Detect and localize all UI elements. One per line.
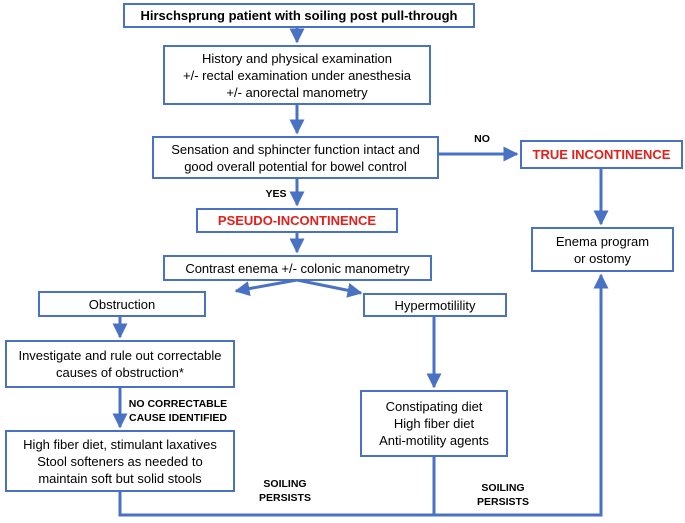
node-history-line-2: +/- rectal examination under anesthesia (183, 67, 411, 83)
node-high-fiber-line-2: Stool softeners as needed to (37, 453, 203, 469)
node-pseudo-incontinence-text: PSEUDO-INCONTINENCE (217, 213, 377, 228)
node-obstruction-text: Obstruction (88, 296, 156, 312)
node-history-line-1: History and physical examination (201, 50, 393, 66)
edge-label-soiling-persists-left: SOILING PERSISTS (252, 477, 318, 505)
node-constipating-diet-line-1: Constipating diet (385, 399, 483, 414)
node-investigate-line-2: causes of obstruction* (56, 365, 184, 380)
edge-label-soiling-persists-right: SOILING PERSISTS (470, 481, 536, 509)
node-sensation: Sensation and sphincter function intact … (152, 136, 439, 179)
node-sensation-line-2: good overall potential for bowel control (184, 158, 407, 174)
edge-label-no-correctable-line-1: NO CORRECTABLE (128, 398, 228, 410)
node-sensation-line-1: Sensation and sphincter function intact … (171, 141, 420, 157)
node-constipating-diet: Constipating diet High fiber diet Anti-m… (360, 390, 508, 457)
arrow-contrast-to-hypermotility (296, 278, 363, 298)
edge-label-yes: YES (265, 188, 287, 200)
node-true-incontinence-text: TRUE INCONTINENCE (532, 147, 671, 162)
node-start: Hirschsprung patient with soiling post p… (123, 3, 475, 28)
node-hypermotility: Hypermotilility (363, 293, 507, 317)
node-enema-program-line-2: or ostomy (573, 250, 632, 266)
edge-label-no-correctable: NO CORRECTABLE CAUSE IDENTIFIED (128, 397, 228, 425)
node-true-incontinence: TRUE INCONTINENCE (520, 140, 683, 169)
node-constipating-diet-line-2: High fiber diet (393, 416, 475, 431)
node-start-text: Hirschsprung patient with soiling post p… (140, 8, 458, 23)
edge-label-soiling-right-line-2: PERSISTS (477, 496, 529, 508)
edge-label-no-correctable-line-2: CAUSE IDENTIFIED (128, 412, 227, 424)
node-investigate-line-1: Investigate and rule out correctable (18, 348, 222, 363)
node-history-line-3: +/- anorectal manometry (226, 84, 368, 100)
node-enema-program: Enema program or ostomy (531, 227, 674, 272)
node-enema-program-line-1: Enema program (555, 233, 650, 249)
node-high-fiber-line-1: High fiber diet, stimulant laxatives (23, 436, 217, 452)
edge-label-soiling-left-line-1: SOILING (263, 478, 307, 490)
node-contrast-enema: Contrast enema +/- colonic manometry (163, 255, 432, 281)
node-investigate: Investigate and rule out correctable cau… (5, 340, 235, 388)
node-obstruction: Obstruction (38, 291, 206, 317)
node-pseudo-incontinence: PSEUDO-INCONTINENCE (196, 208, 398, 233)
node-high-fiber: High fiber diet, stimulant laxatives Sto… (5, 430, 235, 492)
arrow-contrast-to-obstruction (234, 278, 298, 296)
node-contrast-enema-text: Contrast enema +/- colonic manometry (185, 260, 410, 276)
node-constipating-diet-line-3: Anti-motility agents (379, 433, 489, 448)
edge-label-soiling-right-line-1: SOILING (481, 482, 525, 494)
node-history: History and physical examination +/- rec… (163, 45, 431, 105)
edge-label-no: NO (474, 133, 490, 145)
node-hypermotility-text: Hypermotilility (394, 297, 476, 313)
node-high-fiber-line-3: maintain soft but solid stools (38, 470, 202, 486)
edge-label-soiling-left-line-2: PERSISTS (259, 492, 311, 504)
